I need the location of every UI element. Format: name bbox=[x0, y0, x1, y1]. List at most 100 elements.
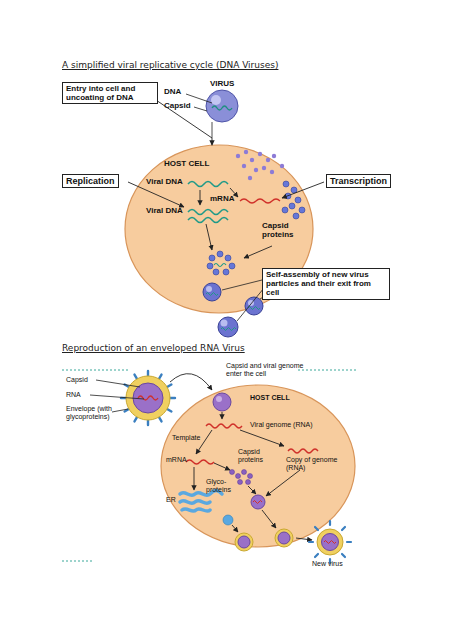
leader-line bbox=[90, 395, 144, 399]
new-virus-particle bbox=[218, 317, 238, 337]
free-proteins bbox=[272, 154, 276, 158]
part-label: VIRUS bbox=[210, 80, 234, 89]
slide-border bbox=[298, 370, 358, 371]
entering-virus bbox=[213, 393, 231, 411]
new-virus-particle bbox=[206, 293, 218, 296]
process-arrow bbox=[200, 190, 201, 205]
capsid-proteins bbox=[282, 207, 288, 213]
callout-box: Entry into cell and uncoating of DNA bbox=[62, 82, 158, 104]
new-virus-particle bbox=[248, 307, 260, 310]
new-virus-particle bbox=[221, 328, 236, 331]
enveloped-virus bbox=[133, 383, 163, 413]
assembled-virus bbox=[251, 495, 265, 509]
new-virus-particle bbox=[206, 286, 212, 292]
part-label: mRNA bbox=[166, 456, 187, 464]
host-cell: HOST CELL bbox=[160, 384, 356, 548]
vesicle bbox=[223, 515, 233, 525]
capsid-proteins bbox=[248, 474, 253, 479]
part-label: Viral DNA bbox=[146, 207, 183, 216]
entry-arrow bbox=[170, 374, 212, 390]
box-text: Entry into cell and uncoating of DNA bbox=[66, 84, 154, 102]
capsid-proteins bbox=[246, 480, 251, 485]
assembled-virus bbox=[253, 501, 262, 504]
assembling-virus bbox=[209, 255, 215, 261]
free-proteins bbox=[244, 150, 248, 154]
box-text: Replication bbox=[66, 176, 115, 186]
enveloped-virus bbox=[138, 396, 158, 400]
slide-border bbox=[62, 370, 130, 371]
free-proteins bbox=[248, 176, 252, 180]
capsid-proteins bbox=[283, 181, 289, 187]
assembling-virus bbox=[229, 263, 235, 269]
vesicle bbox=[223, 515, 233, 525]
part-label: Envelope (with glycoproteins) bbox=[66, 405, 112, 421]
box-text: Self-assembly of new virus particles and… bbox=[266, 270, 386, 298]
entering-virus bbox=[213, 393, 231, 411]
new-virus-particle bbox=[203, 283, 221, 301]
assembling-virus bbox=[213, 269, 219, 275]
assembling-virus bbox=[217, 251, 223, 257]
new-virus-particle bbox=[221, 320, 228, 327]
part-label: DNA bbox=[164, 88, 181, 97]
dna-virus bbox=[206, 90, 238, 122]
capsid-proteins bbox=[230, 470, 235, 475]
capsid-proteins bbox=[289, 203, 295, 209]
part-label: Copy of genome (RNA) bbox=[286, 456, 342, 472]
part-label: Viral genome (RNA) bbox=[250, 421, 313, 429]
assembled-virus bbox=[251, 495, 265, 509]
part-label: Capsid and viral genome enter the cell bbox=[226, 362, 318, 378]
callout-box: Transcription bbox=[326, 174, 391, 188]
free-proteins bbox=[250, 158, 254, 162]
cell-outline bbox=[160, 384, 356, 548]
part-label: Glyco- proteins bbox=[206, 478, 236, 494]
title-text: A simplified viral replicative cycle (DN… bbox=[62, 60, 278, 71]
callout-box: Self-assembly of new virus particles and… bbox=[262, 268, 390, 300]
dna-virus bbox=[211, 95, 221, 105]
free-proteins bbox=[236, 154, 240, 158]
entry-arrow bbox=[170, 374, 212, 390]
leader-line bbox=[194, 107, 207, 111]
budding-virus bbox=[235, 533, 253, 551]
part-label: mRNA bbox=[210, 195, 234, 204]
er-membrane bbox=[182, 509, 210, 511]
free-proteins bbox=[262, 166, 266, 170]
dna-virus bbox=[212, 106, 232, 110]
part-label: Capsid proteins bbox=[262, 222, 302, 240]
budding-virus bbox=[238, 536, 250, 548]
part-label: Template bbox=[172, 434, 200, 442]
part-label: Capsid proteins bbox=[238, 448, 272, 464]
free-proteins bbox=[242, 164, 246, 168]
capsid-proteins bbox=[291, 187, 297, 193]
budding-virus bbox=[278, 532, 290, 544]
new-virus-particle bbox=[324, 541, 336, 544]
connector-arrow bbox=[158, 101, 212, 145]
slide-border bbox=[62, 370, 358, 561]
capsid-proteins bbox=[238, 480, 243, 485]
entering-virus bbox=[216, 396, 222, 402]
assembling-virus bbox=[223, 269, 229, 275]
capsid-proteins bbox=[293, 213, 299, 219]
part-label: Capsid bbox=[66, 376, 88, 384]
capsid-proteins bbox=[295, 197, 301, 203]
assembling-virus bbox=[225, 255, 231, 261]
cell-membrane bbox=[161, 385, 355, 547]
leader-line bbox=[96, 380, 140, 387]
leader-line bbox=[112, 409, 128, 412]
capsid-proteins bbox=[299, 207, 305, 213]
callout-box: Replication bbox=[62, 174, 119, 188]
part-label: RNA bbox=[66, 391, 81, 399]
dna-virus bbox=[206, 90, 238, 122]
box-text: Transcription bbox=[330, 176, 387, 186]
free-proteins bbox=[280, 164, 284, 168]
assembling-virus bbox=[207, 263, 213, 269]
free-proteins bbox=[254, 168, 258, 172]
new-virus-particle bbox=[317, 529, 343, 555]
section-heading: Reproduction of an enveloped RNA Virus bbox=[62, 343, 245, 354]
free-proteins bbox=[258, 152, 262, 156]
part-label: New virus bbox=[312, 560, 343, 568]
part-label: Viral DNA bbox=[146, 178, 183, 187]
new-virus-particle bbox=[309, 521, 351, 563]
slide-border bbox=[62, 561, 92, 562]
leader-line bbox=[186, 94, 212, 138]
